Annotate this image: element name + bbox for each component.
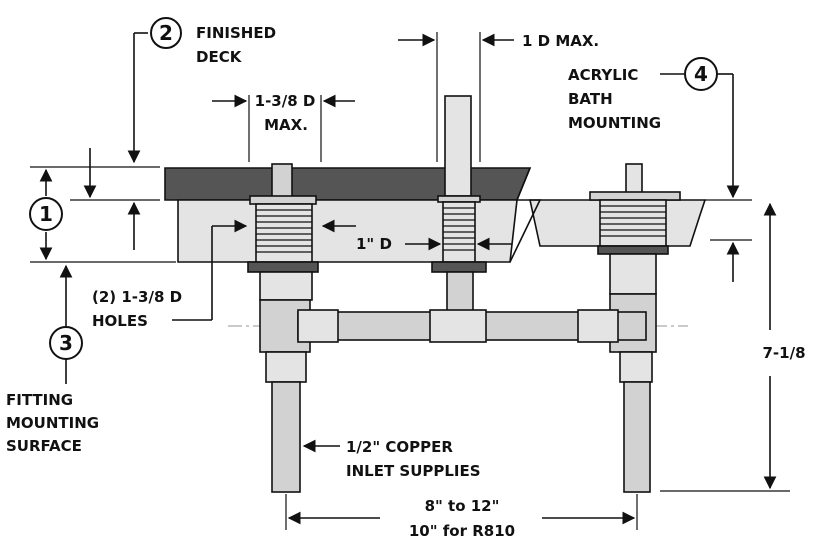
callout-2: 2 FINISHED DECK <box>127 17 276 164</box>
callout-4-number: 4 <box>694 62 708 86</box>
break-line <box>509 167 542 263</box>
finished-deck <box>164 167 532 201</box>
callout-4: ACRYLIC BATH MOUNTING 4 <box>568 57 752 282</box>
callout-2-label-line-2: DECK <box>196 48 243 66</box>
dimension-hole-diameter: 1-3/8 D MAX. <box>212 92 355 162</box>
hole-dia-label-line-2: MAX. <box>264 116 308 134</box>
callout-4-label-line-2: BATH <box>568 90 613 108</box>
spout-dia-label: 1 D MAX. <box>522 32 599 50</box>
callout-2-circle <box>150 17 182 49</box>
callout-2-label-line-1: FINISHED <box>196 24 276 42</box>
hole-dia-label-line-1: 1-3/8 D <box>255 92 316 110</box>
callout-2-number: 2 <box>159 21 173 45</box>
callout-4-label-line-1: ACRYLIC <box>568 66 638 84</box>
dimension-spread: 8" to 12" 10" for R810 <box>285 494 638 540</box>
dimension-spout-diameter: 1 D MAX. <box>398 32 599 162</box>
spread-label-line-1: 8" to 12" <box>425 497 500 515</box>
callout-4-label-line-3: MOUNTING <box>568 114 661 132</box>
callout-3-label-line-2: MOUNTING <box>6 414 99 432</box>
callout-1-number: 1 <box>39 202 53 226</box>
dimension-height: 7-1/8 <box>660 202 806 492</box>
supply-callout: 1/2" COPPER INLET SUPPLIES <box>302 438 481 480</box>
holes-label-line-2: HOLES <box>92 312 148 330</box>
holes-label-line-1: (2) 1-3/8 D <box>92 288 182 306</box>
spread-label-line-2: 10" for R810 <box>409 522 515 540</box>
spout-body-dia-label: 1" D <box>356 235 392 253</box>
callout-3-number: 3 <box>59 331 73 355</box>
holes-callout: (2) 1-3/8 D HOLES <box>92 219 356 330</box>
callout-3: 3 FITTING MOUNTING SURFACE <box>6 264 99 455</box>
center-spout <box>431 95 487 313</box>
callout-3-label-line-3: SURFACE <box>6 437 82 455</box>
dimension-spout-body: 1" D <box>356 235 512 253</box>
left-valve <box>247 163 319 493</box>
cross-piping <box>297 309 647 343</box>
supply-label-line-1: 1/2" COPPER <box>346 438 453 456</box>
callout-1-circle <box>29 197 63 231</box>
height-label: 7-1/8 <box>762 344 805 362</box>
supply-label-line-2: INLET SUPPLIES <box>346 462 481 480</box>
callout-1: 1 <box>29 148 176 263</box>
callout-3-label-line-1: FITTING <box>6 391 73 409</box>
